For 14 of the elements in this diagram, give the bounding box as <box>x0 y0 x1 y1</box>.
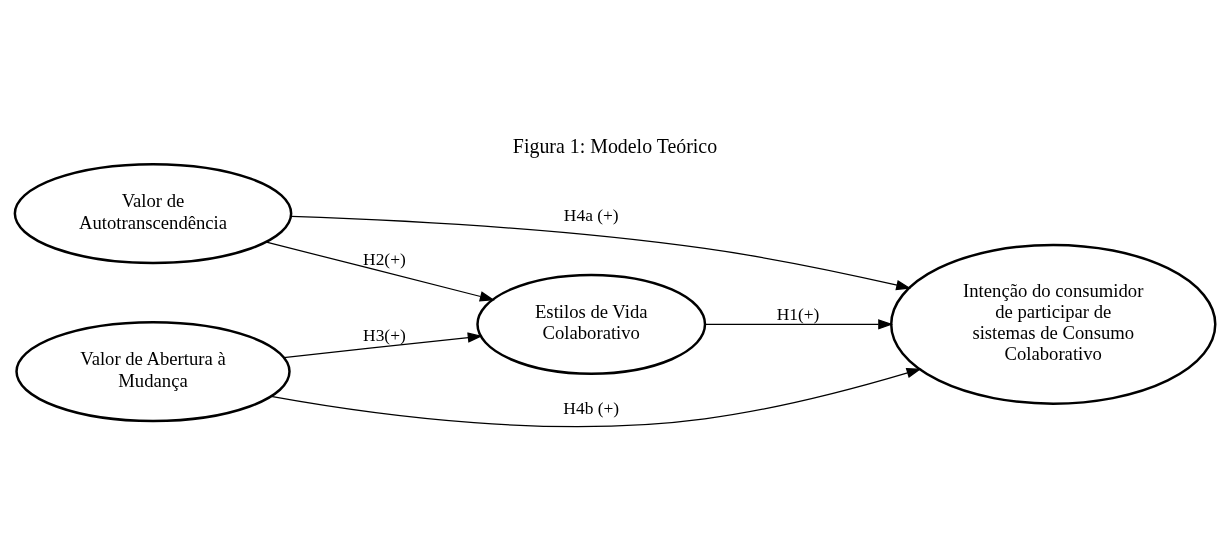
arrow <box>283 332 483 359</box>
arrow <box>265 241 495 302</box>
edge-label: H4b (+) <box>563 398 620 419</box>
edge-label: H4a (+) <box>563 205 619 226</box>
arrow <box>290 215 912 291</box>
edge-label: H3(+) <box>363 324 406 345</box>
diagram-title: Figura 1: Modelo Teórico <box>512 134 718 157</box>
node-ellipse: Valor de Autotranscendência <box>13 162 293 265</box>
node-ellipse: Intenção do consumidor de participar de sistemas de Consumo Colaborativo <box>889 243 1217 405</box>
node-ellipse: Valor de Abertura à Mudança <box>15 320 291 423</box>
edge-label: H2(+) <box>363 248 406 269</box>
arrow <box>270 368 922 428</box>
arrow <box>704 319 894 330</box>
edge-label: H1(+) <box>776 303 820 324</box>
